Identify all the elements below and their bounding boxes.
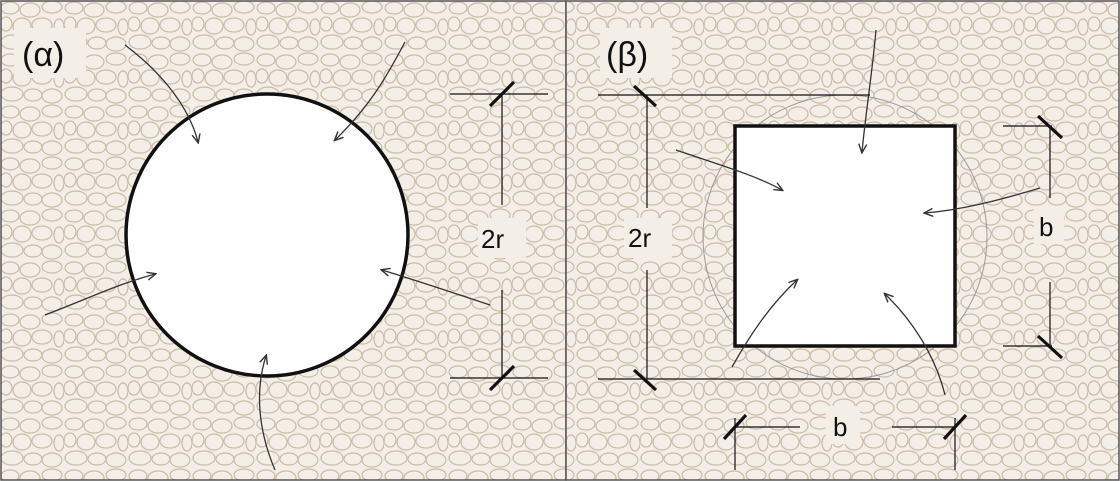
dimension-tick: [632, 84, 658, 108]
pressure-arrow: [382, 270, 491, 306]
panel-a: (α) 2r: [0, 0, 567, 481]
panel-a-pressure-arrows: [44, 41, 491, 471]
panel-a-dimension-label: 2r: [481, 224, 504, 254]
pressure-arrow: [335, 41, 406, 140]
dimension-tick: [488, 364, 516, 392]
panel-b-dimension-b-horizontal: [722, 413, 968, 470]
panel-b-label: (β): [606, 36, 648, 74]
panel-b-dimension-2r-label: 2r: [628, 223, 651, 253]
pressure-arrow: [675, 149, 782, 190]
dimension-tick: [1036, 334, 1064, 360]
dimension-tick: [488, 80, 516, 108]
panel-b-label-backdrop: [600, 28, 672, 78]
dimension-tick: [1036, 114, 1064, 140]
panel-b-dimension-b-vertical-label-backdrop: [1034, 206, 1064, 244]
panel-a-label-backdrop: [14, 28, 86, 78]
dimension-tick: [722, 413, 748, 441]
panel-b-dimension-b-vertical: [1003, 114, 1064, 360]
pressure-arrow: [731, 280, 797, 368]
panel-b-dimension-b-vertical-label: b: [1039, 212, 1053, 242]
pressure-arrow: [258, 356, 276, 471]
pressure-arrow: [862, 29, 877, 152]
panel-b-dimension-2r-label-backdrop: [624, 218, 672, 258]
pressure-arrow: [124, 44, 198, 142]
panel-a-dimension-label-backdrop: [478, 218, 526, 258]
panel-b-pressure-arrows: [675, 29, 1041, 396]
dimension-tick: [942, 413, 968, 441]
circular-opening: [124, 92, 410, 378]
panel-b-dimension-2r: [598, 84, 880, 392]
panel-b-dimension-b-horizontal-label: b: [833, 412, 847, 442]
pressure-arrow: [885, 294, 946, 396]
panel-a-label: (α): [22, 36, 64, 74]
panel-b-dimension-b-horizontal-label-backdrop: [826, 406, 860, 444]
pressure-arrow: [44, 274, 155, 316]
panel-a-dimension-2r: [450, 80, 548, 392]
square-opening: [733, 124, 957, 348]
panel-b: (β) 2r b: [565, 0, 1120, 481]
pressure-arrow: [925, 187, 1041, 213]
dimension-tick: [632, 368, 658, 392]
